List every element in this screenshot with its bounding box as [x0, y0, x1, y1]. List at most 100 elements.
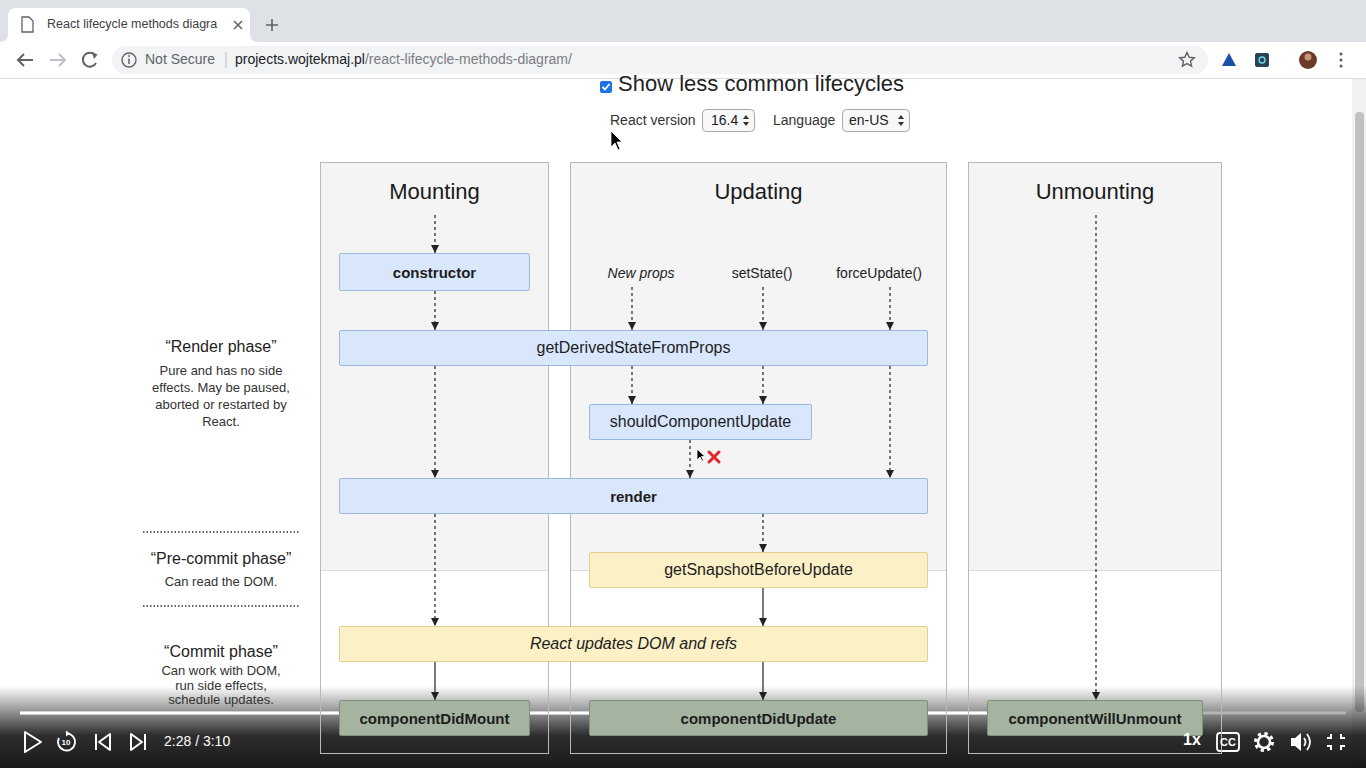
captions-frame	[1217, 733, 1239, 751]
checkbox-tick	[603, 84, 610, 90]
url-host: projects.wojtekmaj.pl	[235, 51, 365, 67]
checkbox-label: Show less common lifecycles	[618, 71, 904, 97]
phase-title: “Pre-commit phase”	[151, 550, 291, 568]
cancel-cross	[709, 452, 719, 462]
flow-arrow	[762, 588, 763, 626]
trigger-arrow	[631, 287, 632, 330]
play-icon	[25, 732, 41, 752]
profile-avatar-face	[1305, 54, 1312, 61]
method-name: constructor	[393, 264, 476, 281]
method-name: componentDidMount	[360, 710, 510, 727]
trigger-arrow	[762, 287, 763, 330]
close-icon	[234, 21, 242, 29]
method-name: render	[610, 488, 657, 505]
method-box: getDerivedStateFromProps	[339, 330, 928, 366]
lifecycle-column: Updating shouldComponentUpdate getSnapshot…	[570, 162, 947, 754]
lifecycle-column: Mounting constructor componentDidMount	[320, 162, 549, 754]
time-display: 2:28 / 3:10	[164, 733, 230, 749]
method-name: getDerivedStateFromProps	[537, 339, 731, 357]
flow-arrow	[434, 366, 435, 478]
commit-phase-ground	[570, 570, 947, 754]
replay-icon-head	[66, 731, 70, 737]
select-value: en-US	[849, 112, 889, 128]
fullscreen-icon	[1327, 734, 1345, 750]
flow-arrow	[631, 366, 632, 404]
volume-waves	[1304, 734, 1310, 750]
previous-icon	[96, 734, 110, 750]
new-tab-icon	[266, 19, 278, 31]
extension-icon	[1255, 53, 1269, 67]
checkbox	[600, 81, 612, 93]
flow-arrow	[434, 291, 435, 330]
extension-icon-mark	[1259, 57, 1265, 63]
favicon	[22, 17, 33, 32]
select-box	[703, 110, 755, 132]
column-heading: Updating	[571, 179, 946, 205]
trigger-arrow	[889, 287, 890, 330]
omnibox-separator	[226, 52, 227, 68]
flow-arrow	[434, 514, 435, 626]
flow-arrow	[889, 366, 890, 478]
phase-divider	[143, 531, 300, 533]
tab-strip	[0, 0, 1366, 42]
menu-dot	[1339, 64, 1342, 67]
render-phase-ground	[968, 162, 1222, 570]
method-box: constructor	[339, 253, 530, 291]
phase-note: Can read the DOM.	[165, 574, 278, 589]
mouse-cursor	[697, 449, 705, 461]
lifecycle-column: Unmounting componentWillUnmount	[968, 162, 1222, 754]
select-box	[843, 110, 910, 132]
commit-phase-ground	[968, 570, 1222, 754]
volume-icon	[1291, 733, 1301, 751]
select-arrows	[898, 115, 904, 126]
select-arrows	[743, 115, 749, 126]
flow-arrow	[762, 662, 763, 700]
method-name: getSnapshotBeforeUpdate	[664, 561, 853, 579]
bookmark-star	[1180, 53, 1195, 67]
commit-phase-ground	[320, 570, 549, 754]
settings-gear	[1258, 736, 1270, 748]
phase-note: Can work with DOM, run side effects, sch…	[156, 664, 286, 708]
phase-divider	[143, 605, 300, 607]
method-name: React updates DOM and refs	[530, 635, 737, 653]
method-box: componentDidMount	[339, 700, 530, 736]
method-name: componentWillUnmount	[1008, 710, 1181, 727]
page-ground	[0, 79, 1352, 768]
method-box: componentWillUnmount	[987, 700, 1203, 736]
flow-arrow	[689, 440, 690, 478]
omnibox	[112, 46, 1208, 74]
active-tab	[0, 8, 258, 42]
info-icon	[122, 53, 136, 67]
trigger-label: setState()	[732, 265, 793, 281]
field-label: React version	[610, 112, 696, 128]
back-icon	[18, 54, 33, 66]
method-box: componentDidUpdate	[589, 700, 928, 736]
entry-arrow	[1095, 215, 1096, 700]
tab-title: React lifecycle methods diagra	[47, 17, 217, 31]
scrollbar-track	[1352, 79, 1366, 768]
select-value: 16.4	[711, 112, 738, 128]
url-path: /react-lifecycle-methods-diagram/	[365, 51, 572, 67]
speed-setting: 1x	[1183, 731, 1201, 749]
column-heading: Unmounting	[969, 179, 1221, 205]
mouse-cursor	[611, 131, 622, 150]
info-icon-dot	[128, 55, 130, 57]
trigger-label: New props	[608, 265, 675, 281]
security-status: Not Secure	[145, 51, 215, 67]
skip-seconds: 10	[62, 738, 71, 747]
captions-button: CC	[1220, 736, 1236, 748]
phase-title: “Render phase”	[165, 338, 276, 356]
method-box: render	[339, 478, 928, 514]
method-name: shouldComponentUpdate	[610, 413, 791, 431]
menu-dot	[1339, 52, 1342, 55]
field-label: Language	[773, 112, 835, 128]
phase-note: Pure and has no side effects. May be pau…	[151, 362, 291, 430]
column-heading: Mounting	[321, 179, 548, 205]
method-box: shouldComponentUpdate	[589, 404, 812, 440]
next-icon	[131, 734, 145, 750]
method-box: getSnapshotBeforeUpdate	[589, 552, 928, 588]
method-name: componentDidUpdate	[681, 710, 837, 727]
forward-icon	[50, 54, 65, 66]
menu-dot	[1339, 58, 1342, 61]
profile-avatar	[1299, 51, 1317, 69]
